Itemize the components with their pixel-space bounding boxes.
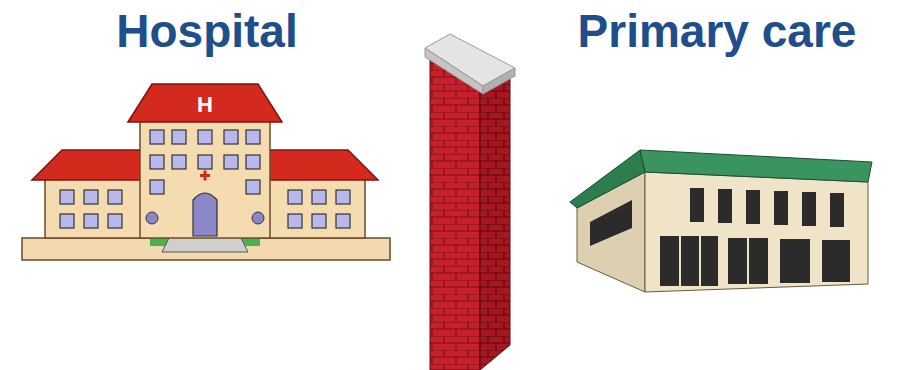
column-heading: Primary care — [578, 4, 857, 58]
column-heading: Hospital — [116, 4, 297, 58]
hospital-clipart — [22, 84, 390, 260]
brick-wall — [425, 34, 515, 370]
clinic-clipart — [570, 150, 872, 292]
hospital-sign: H — [197, 92, 213, 118]
